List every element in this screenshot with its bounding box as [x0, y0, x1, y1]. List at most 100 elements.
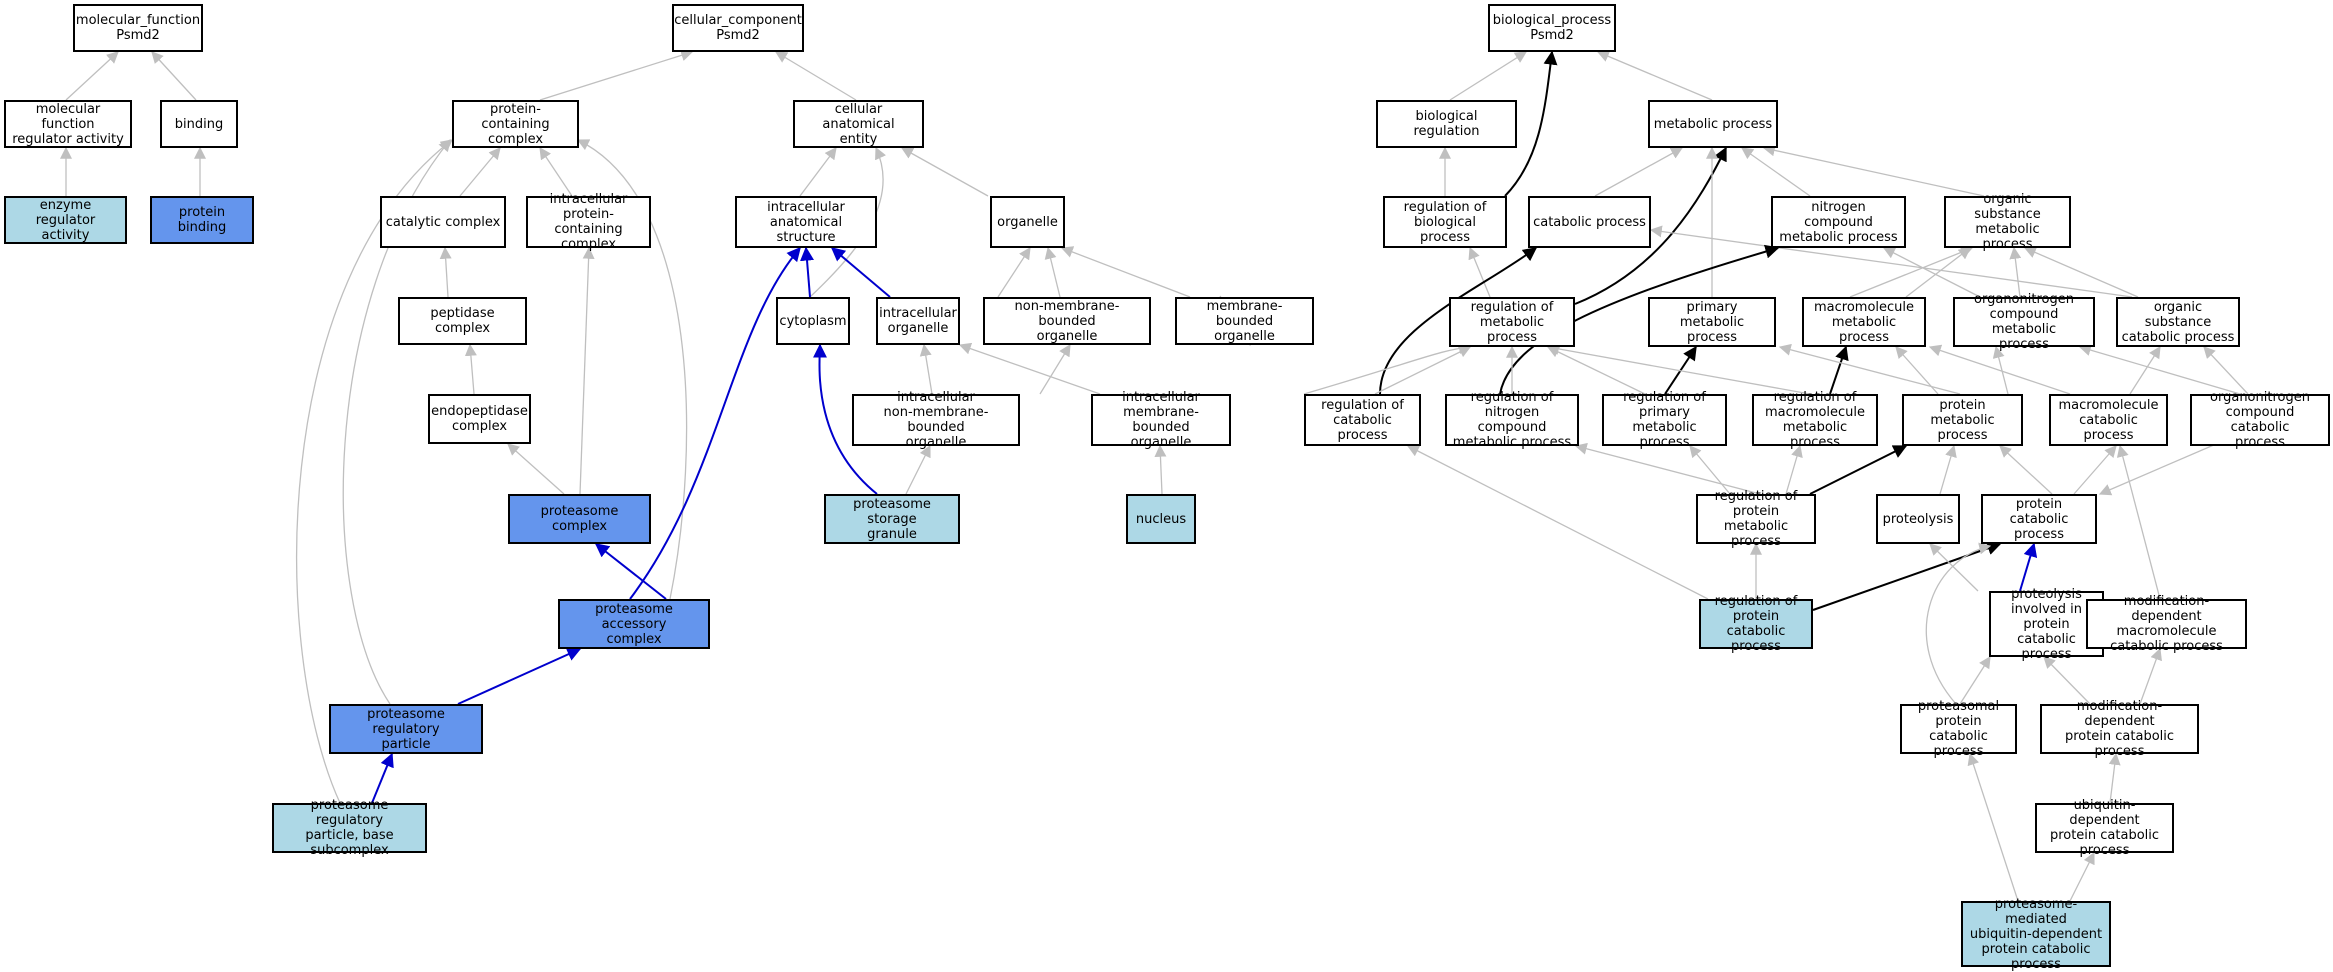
node-endopeptidase-complex[interactable]: endopeptidase complex [428, 394, 531, 444]
node-mf-root[interactable]: molecular_function Psmd2 [73, 4, 203, 52]
node-protein-containing-complex[interactable]: protein-containing complex [452, 100, 579, 148]
edge-18 [958, 342, 1101, 395]
edge-84 [2108, 752, 2121, 804]
node-ubiquitin-dependent-protein-catabolic-process[interactable]: ubiquitin-dependent protein catabolic pr… [2035, 798, 2174, 858]
node-cc-root[interactable]: cellular_component Psmd2 [672, 4, 804, 52]
node-protein-binding[interactable]: protein binding [150, 196, 254, 244]
node-catabolic-process[interactable]: catabolic process [1528, 196, 1651, 248]
edge-27 [594, 543, 667, 600]
node-proteolysis[interactable]: proteolysis [1876, 494, 1960, 544]
node-binding[interactable]: binding [160, 100, 238, 148]
node-organelle[interactable]: organelle [990, 196, 1065, 248]
edge-85 [1967, 752, 2019, 902]
node-regulation-of-metabolic-process[interactable]: regulation of metabolic process [1449, 297, 1575, 347]
node-cellular-anatomical-entity[interactable]: cellular anatomical entity [793, 100, 924, 148]
edge-60 [1895, 346, 1939, 395]
node-proteasome-storage-granule[interactable]: proteasome storage granule [824, 494, 960, 544]
edge-69 [1809, 445, 1908, 495]
node-membrane-bounded-organelle[interactable]: membrane-bounded organelle [1175, 297, 1314, 345]
edge-86 [2069, 851, 2095, 902]
edge-28 [629, 246, 801, 600]
node-regulation-of-protein-catabolic-process[interactable]: regulation of protein catabolic process [1699, 594, 1813, 654]
node-proteasome-complex[interactable]: proteasome complex [508, 494, 651, 544]
node-intracellular-protein-containing-complex[interactable]: intracellular protein-containing complex [526, 192, 651, 252]
edge-23 [576, 139, 688, 600]
edge-66 [1574, 442, 1761, 495]
node-proteasome-accessory-complex[interactable]: proteasome accessory complex [558, 599, 710, 649]
node-organic-substance-catabolic-process[interactable]: organic substance catabolic process [2116, 297, 2240, 347]
edge-78 [1929, 543, 1979, 592]
node-protein-metabolic-process[interactable]: protein metabolic process [1902, 394, 2023, 446]
node-intracellular-non-membrane-bounded-organelle[interactable]: intracellular non-membrane-bounded organ… [852, 390, 1020, 450]
node-enzyme-regulator-activity[interactable]: enzyme regulator activity [4, 196, 127, 244]
edge-70 [1939, 444, 1957, 495]
node-organonitrogen-compound-metabolic-process[interactable]: organonitrogen compound metabolic proces… [1953, 292, 2095, 352]
edge-76 [1812, 541, 2002, 611]
edge-32 [457, 647, 582, 705]
node-intracellular-membrane-bounded-organelle[interactable]: intracellular membrane-bounded organelle [1091, 390, 1231, 450]
node-organic-substance-metabolic-process[interactable]: organic substance metabolic process [1944, 192, 2071, 252]
node-modification-dependent-macromolecule-catabolic-process[interactable]: modification-dependent macromolecule cat… [2086, 594, 2247, 654]
edge-6 [459, 147, 501, 197]
edge-75 [1406, 445, 1709, 600]
edge-29 [812, 343, 878, 495]
node-organonitrogen-compound-catabolic-process[interactable]: organonitrogen compound catabolic proces… [2190, 390, 2330, 450]
edge-83 [2139, 647, 2162, 705]
node-modification-dependent-protein-catabolic-process[interactable]: modification-dependent protein catabolic… [2040, 699, 2199, 759]
edge-10 [439, 246, 452, 298]
edge-13 [1060, 246, 1191, 298]
node-proteasome-regulatory-particle[interactable]: proteasome regulatory particle [329, 704, 483, 754]
node-non-membrane-bounded-organelle[interactable]: non-membrane-bounded organelle [983, 297, 1151, 345]
edge-11 [997, 246, 1031, 298]
node-regulation-of-biological-process[interactable]: regulation of biological process [1383, 196, 1507, 248]
node-regulation-of-protein-metabolic-process[interactable]: regulation of protein metabolic process [1696, 489, 1816, 549]
edge-52 [1303, 342, 1472, 395]
node-biological-regulation[interactable]: biological regulation [1376, 100, 1517, 148]
node-catalytic-complex[interactable]: catalytic complex [380, 196, 506, 248]
edge-37 [1504, 50, 1558, 197]
edge-58 [1829, 345, 1849, 395]
node-regulation-of-primary-metabolic-process[interactable]: regulation of primary metabolic process [1602, 390, 1727, 450]
node-nitrogen-compound-metabolic-process[interactable]: nitrogen compound metabolic process [1771, 196, 1906, 248]
node-proteasomal-protein-catabolic-process[interactable]: proteasomal protein catabolic process [1900, 699, 2017, 759]
node-metabolic-process[interactable]: metabolic process [1648, 100, 1778, 148]
node-molecular-function-regulator-activity[interactable]: molecular function regulator activity [4, 100, 132, 148]
node-intracellular-anatomical-structure[interactable]: intracellular anatomical structure [735, 196, 877, 248]
edge-44 [1905, 247, 1971, 298]
edge-64 [2078, 344, 2241, 395]
node-macromolecule-catabolic-process[interactable]: macromolecule catabolic process [2049, 394, 2168, 446]
node-primary-metabolic-process[interactable]: primary metabolic process [1648, 297, 1776, 347]
edge-16 [1039, 343, 1071, 395]
node-proteasome-regulatory-particle-base-subcomplex[interactable]: proteasome regulatory particle, base sub… [272, 798, 427, 858]
edge-45 [1849, 246, 1974, 298]
node-cytoplasm[interactable]: cytoplasm [776, 297, 850, 345]
edge-8 [799, 147, 837, 197]
edge-38 [1594, 147, 1684, 197]
edge-62 [1928, 344, 2071, 395]
node-nucleus[interactable]: nucleus [1126, 494, 1196, 544]
edge-1 [151, 51, 197, 101]
node-regulation-of-macromolecule-metabolic-process[interactable]: regulation of macromolecule metabolic pr… [1752, 390, 1878, 450]
edge-51 [1499, 244, 1780, 395]
node-proteasome-mediated-ubiquitin-dependent-protein-catabolic-process[interactable]: proteasome-mediated ubiquitin-dependent … [1961, 897, 2111, 972]
node-protein-catabolic-process[interactable]: protein catabolic process [1981, 494, 2097, 544]
edge-48 [2009, 246, 2022, 298]
node-peptidase-complex[interactable]: peptidase complex [398, 297, 527, 345]
node-proteolysis-involved-in-protein-catabolic-process[interactable]: proteolysis involved in protein cataboli… [1989, 587, 2104, 662]
edge-82 [2043, 656, 2091, 705]
node-regulation-of-nitrogen-compound-metabolic-process[interactable]: regulation of nitrogen compound metaboli… [1445, 390, 1579, 450]
edge-65 [2203, 346, 2249, 395]
edge-40 [1762, 144, 1985, 197]
node-regulation-of-catabolic-process[interactable]: regulation of catabolic process [1304, 394, 1421, 446]
edge-50 [1379, 247, 1538, 395]
edge-41 [1468, 246, 1491, 298]
node-macromolecule-metabolic-process[interactable]: macromolecule metabolic process [1802, 297, 1926, 347]
edge-34 [1449, 51, 1528, 101]
edge-30 [800, 246, 815, 298]
edge-5 [774, 51, 857, 101]
node-bp-root[interactable]: biological_process Psmd2 [1488, 4, 1616, 52]
edge-9 [900, 147, 989, 197]
node-intracellular-organelle[interactable]: intracellular organelle [876, 297, 960, 345]
